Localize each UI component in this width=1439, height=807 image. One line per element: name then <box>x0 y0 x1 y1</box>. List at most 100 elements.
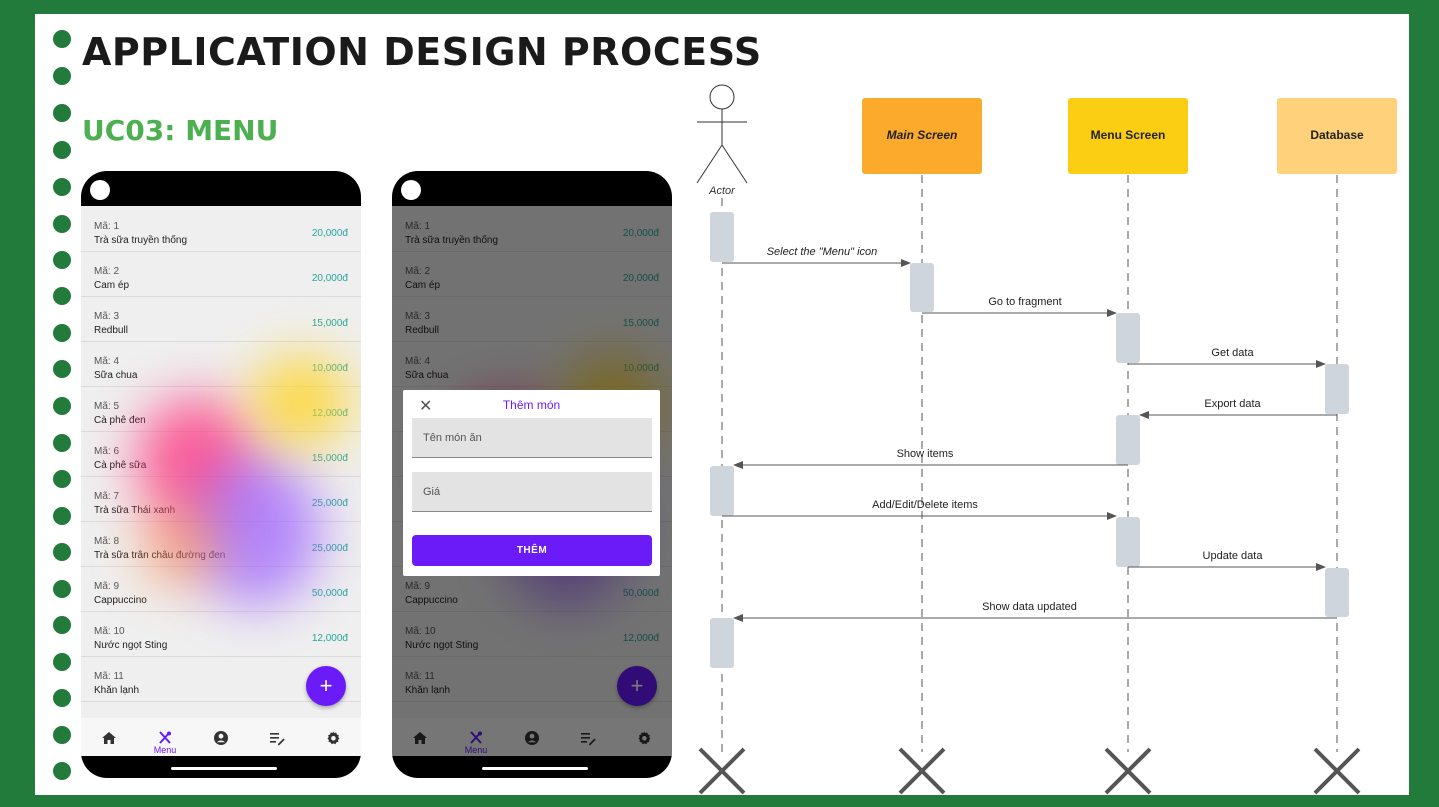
bullet-dot <box>53 324 71 342</box>
menu-item-name: Cà phê đen <box>94 415 146 426</box>
menu-item-name: Cà phê sữa <box>94 460 147 471</box>
home-indicator <box>482 767 588 770</box>
menu-item-price: 25,000đ <box>311 543 348 554</box>
message-label: Select the "Menu" icon <box>767 246 878 258</box>
menu-item-name: Nước ngọt Sting <box>94 640 168 651</box>
participant-label: Main Screen <box>887 128 958 142</box>
bullet-dot <box>53 762 71 780</box>
nav-item-home[interactable] <box>81 718 137 756</box>
nav-item-utensils[interactable]: Menu <box>137 718 193 756</box>
bullet-dot <box>53 434 71 452</box>
message-label: Get data <box>1211 347 1254 359</box>
item-name-field[interactable] <box>412 418 652 458</box>
lifeline-end-icon <box>898 747 946 795</box>
menu-item-name: Cappuccino <box>94 595 147 606</box>
camera-icon <box>90 180 110 200</box>
menu-item-name: Trà sữa Thái xanh <box>94 505 176 516</box>
menu-item-name: Cam ép <box>94 280 130 291</box>
camera-icon <box>401 180 421 200</box>
menu-item-code: Mã: 6 <box>94 446 120 457</box>
lifeline-end-icon <box>1313 747 1361 795</box>
add-submit-button[interactable]: THÊM <box>412 535 652 566</box>
participant-box <box>1068 98 1188 174</box>
participant-label: Database <box>1310 128 1364 142</box>
add-item-dialog: ✕ Thêm món THÊM <box>403 390 660 576</box>
menu-item[interactable]: Mã: 11 Khăn lạnh <box>81 656 361 702</box>
menu-item-code: Mã: 3 <box>94 311 120 322</box>
lifeline-end-icon <box>698 747 746 795</box>
participant-box <box>862 98 982 174</box>
menu-item-code: Mã: 2 <box>94 266 120 277</box>
item-name-input[interactable] <box>412 418 652 457</box>
bullet-dot <box>53 215 71 233</box>
menu-item-code: Mã: 1 <box>94 221 120 232</box>
menu-item-code: Mã: 5 <box>94 401 120 412</box>
message-label: Export data <box>1204 398 1261 410</box>
menu-item-price: 15,000đ <box>311 318 348 329</box>
menu-item[interactable]: Mã: 1 Trà sữa truyền thống 20,000đ <box>81 206 361 252</box>
item-price-field[interactable] <box>412 472 652 512</box>
message-label: Go to fragment <box>988 296 1061 308</box>
menu-item-name: Khăn lạnh <box>94 685 140 696</box>
menu-item-price: 25,000đ <box>311 498 348 509</box>
activation-bar <box>910 263 934 312</box>
menu-item-code: Mã: 8 <box>94 536 120 547</box>
bullet-dot <box>53 360 71 378</box>
menu-item-price: 20,000đ <box>311 273 348 284</box>
bullet-dot <box>53 543 71 561</box>
decorative-blur <box>251 356 351 446</box>
menu-item-code: Mã: 11 <box>94 671 124 682</box>
bullet-dot <box>53 178 71 196</box>
page-title: APPLICATION DESIGN PROCESS <box>82 30 762 74</box>
bullet-dot <box>53 141 71 159</box>
bullet-dot <box>53 507 71 525</box>
bottom-nav: Menu <box>81 718 361 756</box>
menu-item-price: 20,000đ <box>311 228 348 239</box>
menu-item-code: Mã: 9 <box>94 581 120 592</box>
dialog-title: Thêm món <box>502 398 561 412</box>
message-label: Update data <box>1203 550 1264 562</box>
activation-bar <box>1325 568 1349 617</box>
bullet-dot <box>53 287 71 305</box>
lifeline-end-icon <box>1104 747 1152 795</box>
item-price-input[interactable] <box>412 472 652 511</box>
home-indicator <box>171 767 277 770</box>
menu-item-code: Mã: 4 <box>94 356 120 367</box>
bullet-dot <box>53 689 71 707</box>
decorative-blur <box>141 506 221 586</box>
activation-bar <box>1116 517 1140 567</box>
menu-item-name: Trà sữa truyền thống <box>94 235 188 246</box>
bullet-dot <box>53 67 71 85</box>
bullet-dot <box>53 616 71 634</box>
activation-bar <box>710 466 734 516</box>
actor-label: Actor <box>708 185 736 197</box>
message-label: Show items <box>897 448 954 460</box>
add-item-button[interactable]: + <box>306 666 346 706</box>
close-icon[interactable]: ✕ <box>419 398 433 415</box>
actor-icon <box>696 84 748 184</box>
menu-item-name: Sữa chua <box>94 370 138 381</box>
bullet-dot <box>53 470 71 488</box>
menu-item-name: Redbull <box>94 325 128 336</box>
menu-item[interactable]: Mã: 2 Cam ép 20,000đ <box>81 251 361 297</box>
bullet-dot <box>53 397 71 415</box>
nav-item-edit-list[interactable] <box>249 718 305 756</box>
bullet-dot <box>53 726 71 744</box>
menu-item-code: Mã: 10 <box>94 626 125 637</box>
nav-label: Menu <box>153 745 177 755</box>
activation-bar <box>710 212 734 262</box>
nav-item-account[interactable] <box>193 718 249 756</box>
bullet-dot <box>53 653 71 671</box>
menu-item-price: 15,000đ <box>311 453 348 464</box>
nav-item-gear[interactable] <box>305 718 361 756</box>
menu-item[interactable]: Mã: 3 Redbull 15,000đ <box>81 296 361 342</box>
bullet-dot <box>53 251 71 269</box>
message-label: Add/Edit/Delete items <box>872 499 978 511</box>
